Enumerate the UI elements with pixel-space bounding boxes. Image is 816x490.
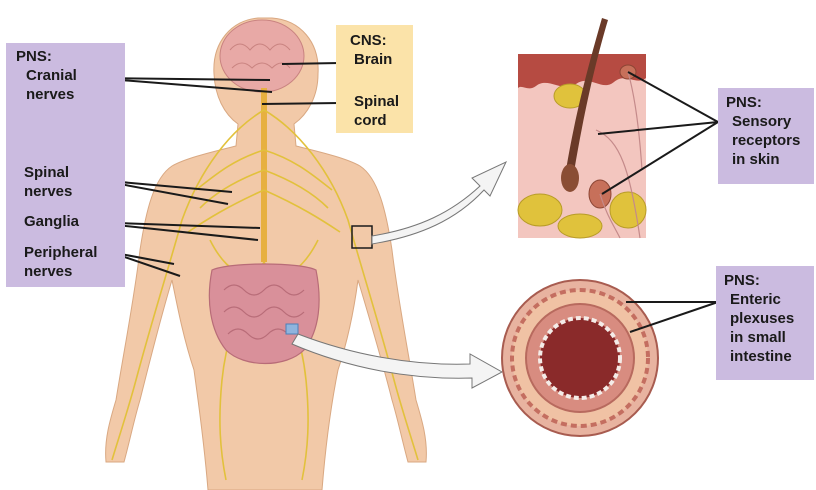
label-brain: Brain xyxy=(354,51,392,68)
leader-line-spinal-cord xyxy=(262,103,340,104)
label-enteric-line4: intestine xyxy=(730,348,792,365)
pns-left-panel: PNS: Cranial nerves Spinal nerves Gangli… xyxy=(6,43,125,287)
pns-intestine-header: PNS: xyxy=(724,272,760,289)
label-enteric-line3: in small xyxy=(730,329,786,346)
pns-header: PNS: xyxy=(16,48,52,65)
skin-inset xyxy=(518,18,646,238)
label-peripheral-nerves-line2: nerves xyxy=(24,263,72,280)
intestine-lumen xyxy=(540,318,620,398)
fat-cell xyxy=(610,192,646,228)
cns-header: CNS: xyxy=(350,32,387,49)
pns-skin-header: PNS: xyxy=(726,94,762,111)
label-enteric-line2: plexuses xyxy=(730,310,794,327)
intestine-inset xyxy=(502,280,658,436)
label-peripheral-nerves-line1: Peripheral xyxy=(24,244,97,261)
brain-shape xyxy=(220,20,304,92)
label-sensory-line3: in skin xyxy=(732,151,780,168)
label-spinal-nerves-line1: Spinal xyxy=(24,164,69,181)
label-spinal-nerves-line2: nerves xyxy=(24,183,72,200)
label-cranial-nerves-line1: Cranial xyxy=(26,67,77,84)
label-spinal-cord-line2: cord xyxy=(354,112,387,129)
cns-panel: CNS: Brain Spinal cord xyxy=(336,25,413,133)
skin-zoom-arrow xyxy=(372,162,506,244)
label-sensory-line2: receptors xyxy=(732,132,800,149)
label-cranial-nerves-line2: nerves xyxy=(26,86,74,103)
label-sensory-line1: Sensory xyxy=(732,113,791,130)
pns-intestine-panel: PNS: Enteric plexuses in small intestine xyxy=(716,266,814,380)
label-enteric-line1: Enteric xyxy=(730,291,781,308)
intestine-inset-marker xyxy=(286,324,298,334)
fat-cell xyxy=(518,194,562,226)
hair-follicle xyxy=(561,164,579,192)
fat-cell xyxy=(558,214,602,238)
label-ganglia: Ganglia xyxy=(24,213,79,230)
leader-line-brain xyxy=(282,63,340,64)
label-spinal-cord-line1: Spinal xyxy=(354,93,399,110)
pns-skin-panel: PNS: Sensory receptors in skin xyxy=(718,88,814,184)
